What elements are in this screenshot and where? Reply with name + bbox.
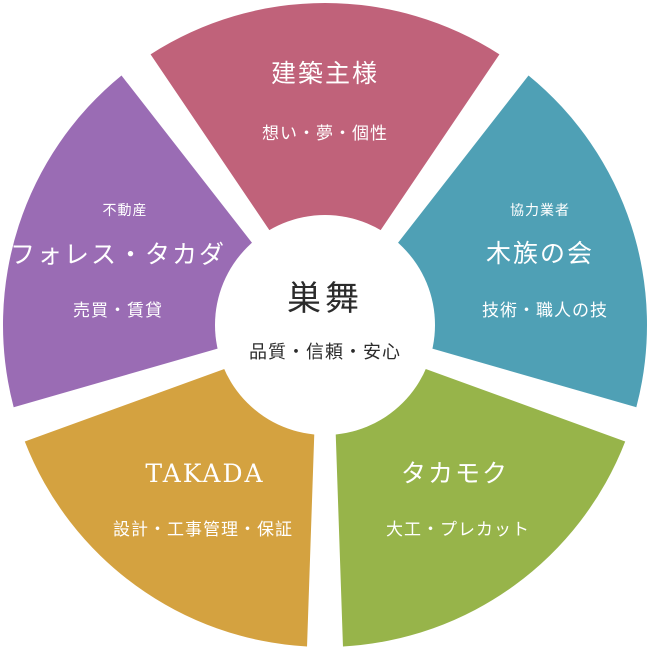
segment-lower-left-title: TAKADA xyxy=(145,459,264,488)
segment-upper-left-title: フォレス・タカダ xyxy=(10,240,226,269)
segment-upper-right-subtitle: 技術・職人の技 xyxy=(482,301,608,321)
segment-upper-right-label: 協力業者 xyxy=(510,203,570,219)
center-title: 巣舞 xyxy=(287,279,363,319)
segment-upper-left-subtitle: 売買・賃貸 xyxy=(73,301,163,321)
segment-lower-right-takamoku xyxy=(333,348,626,647)
center-circle xyxy=(215,215,435,435)
segment-lower-left-takada xyxy=(24,348,317,647)
center-subtitle: 品質・信頼・安心 xyxy=(249,342,401,363)
segment-lower-right-subtitle: 大工・プレカット xyxy=(386,520,530,540)
segment-upper-left-label: 不動産 xyxy=(103,203,148,219)
segment-top-title: 建築主様 xyxy=(271,59,379,88)
segment-top-client xyxy=(150,3,500,281)
segment-lower-left-subtitle: 設計・工事管理・保証 xyxy=(113,520,293,540)
segment-top-subtitle: 想い・夢・個性 xyxy=(262,124,388,144)
segment-upper-right-title: 木族の会 xyxy=(486,239,594,268)
segment-lower-right-title: タカモク xyxy=(401,459,509,488)
